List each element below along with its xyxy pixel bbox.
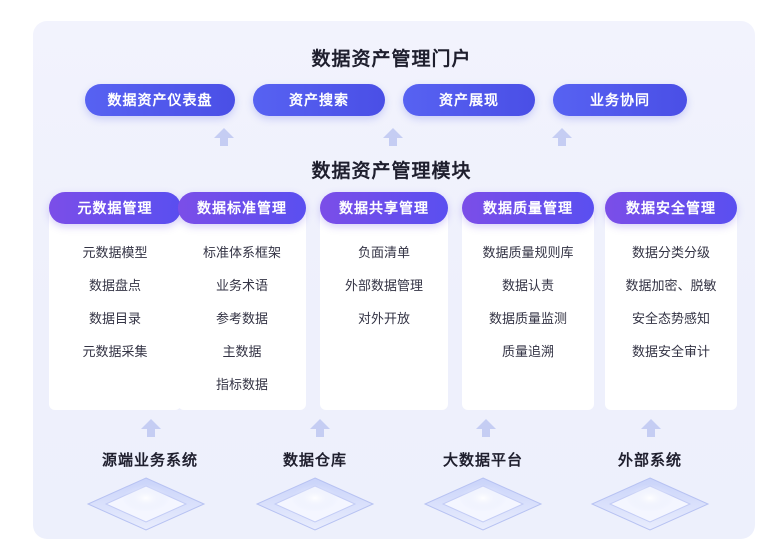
up-arrow-icon: [552, 128, 572, 146]
module-header-quality[interactable]: 数据质量管理: [462, 192, 594, 224]
up-arrow-icon: [141, 419, 161, 437]
module-item: 安全态势感知: [631, 312, 710, 327]
portal-title: 数据资产管理门户: [311, 48, 472, 70]
module-item: 外部数据管理: [344, 279, 423, 294]
module-item: 数据加密、脱敏: [625, 279, 717, 294]
module-item: 数据质量监测: [488, 312, 567, 327]
up-arrow-icon: [383, 128, 403, 146]
module-item: 标准体系框架: [202, 246, 281, 261]
portal-item-asset-search[interactable]: 资产搜索: [253, 84, 385, 116]
module-item: 数据分类分级: [631, 246, 710, 261]
module-item: 元数据模型: [82, 246, 148, 261]
module-header-metadata[interactable]: 元数据管理: [49, 192, 181, 224]
module-header-sharing[interactable]: 数据共享管理: [320, 192, 448, 224]
module-item: 数据目录: [88, 312, 141, 327]
up-arrow-icon: [476, 419, 496, 437]
source-label-data-warehouse: 数据仓库: [282, 451, 347, 469]
module-item: 数据认责: [501, 279, 554, 294]
module-item: 主数据: [222, 345, 262, 360]
module-header-standards[interactable]: 数据标准管理: [178, 192, 306, 224]
module-item: 数据盘点: [88, 279, 141, 294]
module-item: 元数据采集: [82, 345, 148, 360]
module-item: 参考数据: [215, 312, 268, 327]
portal-item-business-collab[interactable]: 业务协同: [553, 84, 687, 116]
module-item: 数据安全审计: [631, 345, 710, 360]
module-item: 质量追溯: [501, 345, 554, 360]
module-item: 数据质量规则库: [482, 246, 574, 261]
source-label-business-system: 源端业务系统: [101, 451, 198, 469]
platform-icon: [86, 477, 206, 531]
module-card-sharing: 负面清单 外部数据管理 对外开放: [320, 210, 448, 410]
module-card-standards: 标准体系框架 业务术语 参考数据 主数据 指标数据: [178, 210, 306, 410]
module-header-security[interactable]: 数据安全管理: [605, 192, 737, 224]
module-item: 对外开放: [357, 312, 410, 327]
up-arrow-icon: [310, 419, 330, 437]
module-card-metadata: 元数据模型 数据盘点 数据目录 元数据采集: [49, 210, 181, 410]
source-label-big-data-platform: 大数据平台: [442, 451, 523, 469]
platform-icon: [423, 477, 543, 531]
source-label-external-system: 外部系统: [617, 451, 682, 469]
portal-item-asset-display[interactable]: 资产展现: [403, 84, 535, 116]
module-title: 数据资产管理模块: [311, 160, 472, 182]
up-arrow-icon: [641, 419, 661, 437]
module-item: 负面清单: [357, 246, 410, 261]
portal-item-dashboard[interactable]: 数据资产仪表盘: [85, 84, 235, 116]
platform-icon: [255, 477, 375, 531]
module-card-security: 数据分类分级 数据加密、脱敏 安全态势感知 数据安全审计: [605, 210, 737, 410]
platform-icon: [590, 477, 710, 531]
module-card-quality: 数据质量规则库 数据认责 数据质量监测 质量追溯: [462, 210, 594, 410]
module-item: 指标数据: [215, 378, 268, 393]
up-arrow-icon: [214, 128, 234, 146]
module-item: 业务术语: [215, 279, 268, 294]
